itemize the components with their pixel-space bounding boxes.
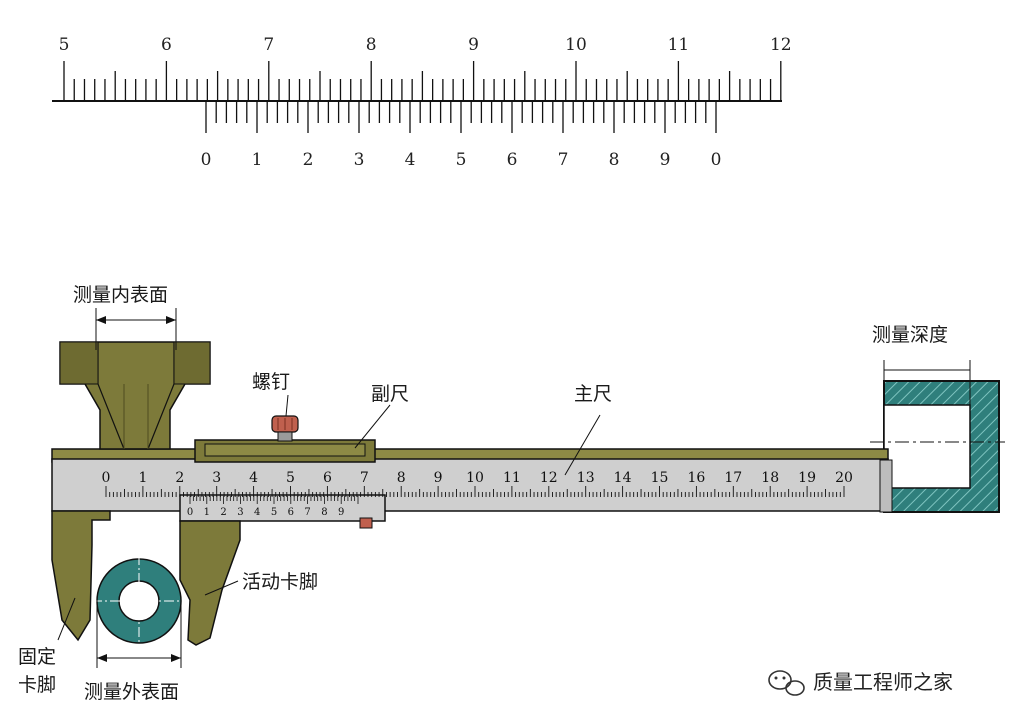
caliper-vernier-number: 8 xyxy=(321,507,327,518)
top-vernier-ticks xyxy=(205,101,717,133)
caliper-main-number: 18 xyxy=(761,470,779,486)
top-vernier-label: 4 xyxy=(405,150,416,170)
watermark: 质量工程师之家 xyxy=(768,670,953,696)
depth-rod-end xyxy=(879,459,893,513)
caliper-vernier-number: 0 xyxy=(187,507,193,518)
label-fixed-jaw-2: 卡脚 xyxy=(18,674,56,696)
caliper-main-number: 9 xyxy=(434,470,443,486)
caliper-main-number: 19 xyxy=(798,470,816,486)
caliper-main-number: 1 xyxy=(138,470,147,486)
caliper-main-number: 6 xyxy=(323,470,332,486)
caliper-vernier-number: 4 xyxy=(254,507,260,518)
top-vernier-label: 0 xyxy=(711,150,722,170)
main-scale-bar xyxy=(51,458,889,512)
top-vernier-label: 0 xyxy=(201,150,212,170)
top-vernier-label: 3 xyxy=(354,150,365,170)
caliper-vernier-ticks xyxy=(189,496,359,504)
top-main-label: 10 xyxy=(565,35,587,55)
caliper-main-number: 11 xyxy=(503,470,521,486)
caliper-vernier-number: 5 xyxy=(271,507,277,518)
caliper-vernier-number: 6 xyxy=(288,507,294,518)
top-vernier-label: 2 xyxy=(303,150,314,170)
dimension-outer xyxy=(96,600,182,668)
label-vernier: 副尺 xyxy=(371,383,409,405)
top-main-ticks xyxy=(63,61,782,101)
top-main-labels: 5 6 7 8 9 10 11 12 xyxy=(59,35,792,55)
caliper-main-number: 8 xyxy=(397,470,406,486)
top-vernier-labels: 0 1 2 3 4 5 6 7 8 9 0 xyxy=(201,150,722,170)
caliper-main-number: 3 xyxy=(212,470,221,486)
caliper-main-number: 14 xyxy=(614,470,632,486)
fixed-jaw-lower xyxy=(51,510,111,642)
caliper-vernier-number: 3 xyxy=(237,507,243,518)
movable-jaw xyxy=(179,520,241,646)
caliper-vernier-number: 1 xyxy=(204,507,210,518)
vernier-slider xyxy=(179,439,386,529)
caliper-main-number: 5 xyxy=(286,470,295,486)
fixed-jaw-upper xyxy=(59,341,211,450)
top-main-label: 5 xyxy=(59,35,70,55)
caliper-main-number: 15 xyxy=(651,470,669,486)
label-depth: 测量深度 xyxy=(872,324,948,346)
top-vernier-label: 5 xyxy=(456,150,467,170)
caliper-main-number: 2 xyxy=(175,470,184,486)
label-fixed-jaw-1: 固定 xyxy=(18,646,56,668)
caliper-vernier-number: 9 xyxy=(338,507,344,518)
wechat-icon xyxy=(768,670,805,696)
caliper-main-ticks xyxy=(105,486,845,497)
screw xyxy=(271,415,299,442)
caliper-main-number: 13 xyxy=(577,470,595,486)
top-main-label: 7 xyxy=(263,35,274,55)
top-main-label: 8 xyxy=(366,35,377,55)
depth-block xyxy=(870,360,1005,513)
caliper-main-number: 16 xyxy=(687,470,705,486)
top-vernier-label: 9 xyxy=(660,150,671,170)
caliper-vernier-number: 2 xyxy=(220,507,226,518)
top-main-label: 9 xyxy=(468,35,479,55)
measured-ring xyxy=(92,555,186,646)
watermark-text: 质量工程师之家 xyxy=(813,670,953,694)
label-screw: 螺钉 xyxy=(252,371,290,393)
top-vernier-label: 6 xyxy=(507,150,518,170)
caliper-main-number: 4 xyxy=(249,470,258,486)
caliper-main-number: 17 xyxy=(724,470,742,486)
top-main-label: 11 xyxy=(668,35,690,55)
label-outer-surface: 测量外表面 xyxy=(84,681,179,703)
label-movable-jaw: 活动卡脚 xyxy=(242,571,318,593)
label-inner-surface: 测量内表面 xyxy=(73,284,168,306)
caliper-main-number: 10 xyxy=(466,470,484,486)
top-vernier-label: 1 xyxy=(252,150,263,170)
caliper-main-number: 7 xyxy=(360,470,369,486)
dimension-inner xyxy=(95,308,177,350)
top-vernier-label: 8 xyxy=(609,150,620,170)
caliper-main-number: 12 xyxy=(540,470,558,486)
caliper-main-number: 0 xyxy=(102,470,111,486)
top-vernier-label: 7 xyxy=(558,150,569,170)
top-main-label: 12 xyxy=(770,35,792,55)
top-main-label: 6 xyxy=(161,35,172,55)
leaders xyxy=(57,394,601,641)
label-main-scale: 主尺 xyxy=(574,383,612,405)
caliper-vernier-number: 7 xyxy=(304,507,310,518)
caliper-main-number: 20 xyxy=(835,470,853,486)
